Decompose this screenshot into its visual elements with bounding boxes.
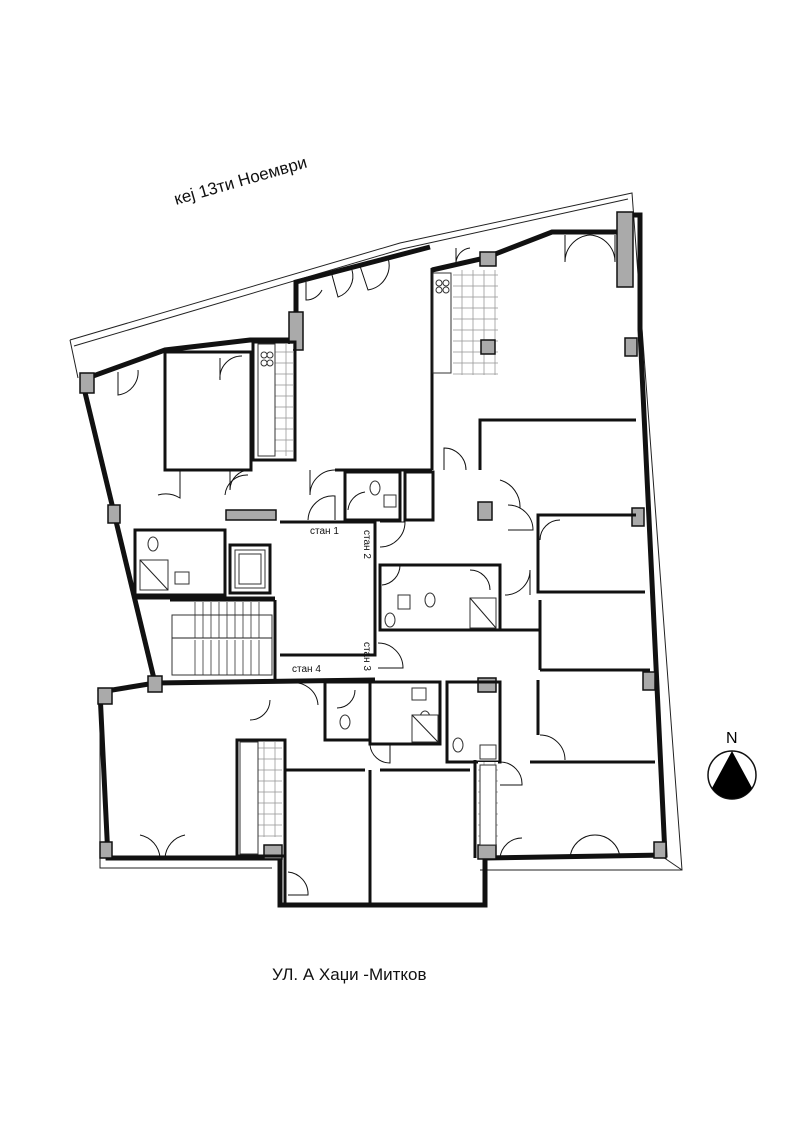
interior-walls (133, 268, 655, 905)
unit-label-4: стан 4 (292, 664, 321, 675)
structural-columns (79, 211, 667, 860)
street-label-bottom: УЛ. А Хаџи -Митков (272, 965, 427, 984)
bathroom-fixtures (139, 480, 497, 760)
staircase (171, 602, 273, 676)
north-arrow-icon: N (707, 730, 757, 800)
elevator (234, 549, 266, 589)
north-label: N (726, 730, 738, 747)
balcony-outline (69, 192, 683, 871)
unit-label-1: стан 1 (310, 526, 339, 537)
kitchen-counters (239, 272, 497, 855)
street-label-top: кеј 13ти Ноември (172, 153, 309, 209)
doors (117, 234, 621, 896)
unit-label-3: стан 3 (361, 642, 372, 671)
unit-label-2: стан 2 (361, 530, 372, 559)
